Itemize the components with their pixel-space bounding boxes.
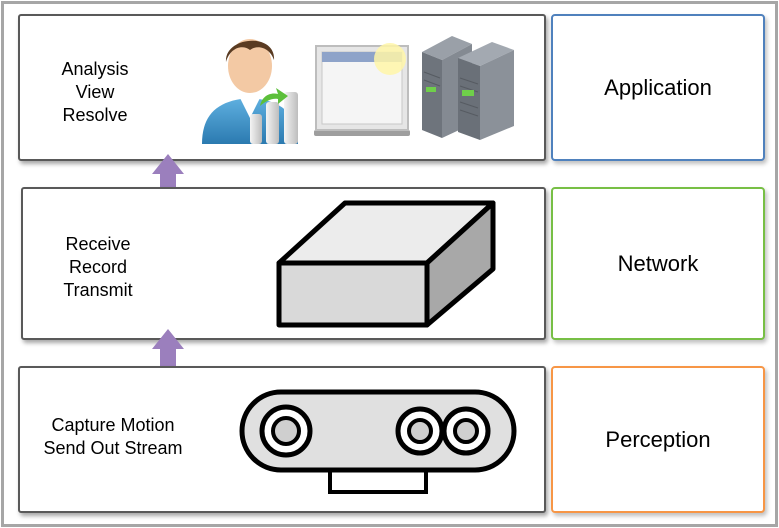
application-line-1: Analysis: [61, 59, 129, 79]
network-layer-box: Receive Record Transmit: [21, 187, 546, 340]
network-box-icon: [276, 200, 496, 328]
perception-label-box: Perception: [551, 366, 765, 513]
network-label: Network: [617, 250, 699, 276]
monitor-window-icon: [314, 43, 410, 136]
perception-line-2: Send Out Stream: [43, 438, 183, 458]
network-line-3: Transmit: [63, 280, 133, 300]
network-description: Receive Record Transmit: [43, 233, 153, 302]
network-line-1: Receive: [65, 234, 131, 254]
server-rack-icon: [422, 36, 514, 140]
depth-camera-icon: [239, 389, 517, 494]
network-label-box: Network: [551, 187, 765, 340]
application-line-3: Resolve: [62, 105, 128, 125]
perception-label: Perception: [605, 426, 711, 452]
application-layer-box: Analysis View Resolve: [18, 14, 546, 161]
application-line-2: View: [75, 82, 115, 102]
perception-layer-box: Capture Motion Send Out Stream: [18, 366, 546, 513]
perception-description: Capture Motion Send Out Stream: [28, 414, 198, 460]
user-with-chart-icon: [202, 39, 298, 144]
perception-line-1: Capture Motion: [51, 415, 175, 435]
application-label-box: Application: [551, 14, 765, 161]
network-line-2: Record: [68, 257, 128, 277]
application-label: Application: [604, 74, 712, 100]
up-arrow-icon: [152, 329, 184, 377]
application-description: Analysis View Resolve: [40, 58, 150, 127]
